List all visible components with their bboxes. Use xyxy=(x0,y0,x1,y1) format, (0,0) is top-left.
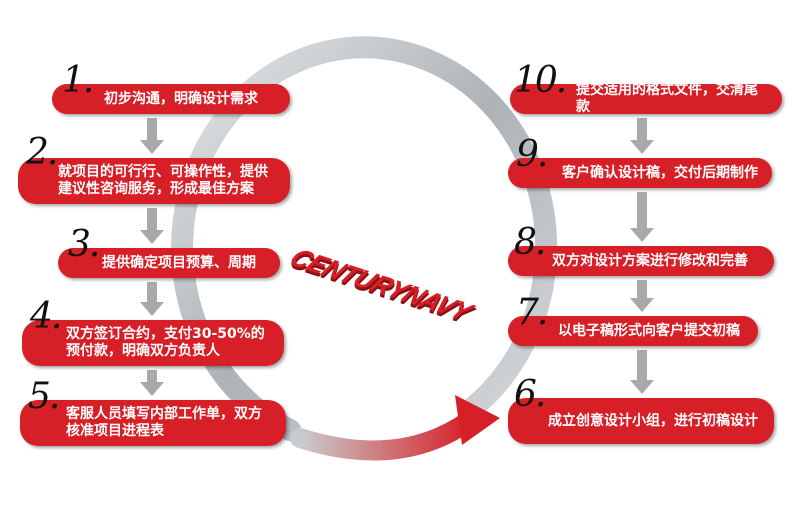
step-1: 1. 初步沟通，明确设计需求 xyxy=(52,63,290,114)
down-arrow-right-4 xyxy=(630,350,654,394)
down-arrow-right-3 xyxy=(630,280,654,312)
step-text: 就项目的可行行、可操作性，提供建议性咨询服务，形成最佳方案 xyxy=(58,164,268,197)
step-text: 以电子稿形式向客户提交初稿 xyxy=(558,322,740,339)
step-text: 提供确定项目预算、周期 xyxy=(102,254,256,271)
down-arrow-right-1 xyxy=(630,118,654,154)
step-10: 10. 提交适用的格式文件，交清尾款 xyxy=(510,63,782,115)
down-arrow-left-4 xyxy=(140,370,164,396)
down-arrow-left-3 xyxy=(140,282,164,316)
step-number: 8. xyxy=(514,222,546,263)
down-arrow-left-1 xyxy=(140,118,164,154)
step-number: 3. xyxy=(68,224,100,265)
down-arrow-left-2 xyxy=(140,208,164,244)
step-number: 7. xyxy=(516,292,548,333)
step-text: 提交适用的格式文件，交清尾款 xyxy=(576,82,758,115)
ring-arrowhead xyxy=(455,395,500,445)
step-8: 8. 双方对设计方案进行修改和完善 xyxy=(508,225,774,276)
step-number: 6. xyxy=(514,374,546,415)
step-number: 2. xyxy=(26,132,58,173)
down-arrow-right-2 xyxy=(630,192,654,242)
step-4: 4. 双方签订合约，支付30-50%的预付款，明确双方负责人 xyxy=(22,299,284,366)
step-9: 9. 客户确认设计稿，交付后期制作 xyxy=(508,137,772,188)
step-number: 1. xyxy=(62,60,94,101)
step-text: 双方签订合约，支付30-50%的预付款，明确双方负责人 xyxy=(66,326,265,359)
step-text: 客服人员填写内部工作单，双方核准项目进程表 xyxy=(66,406,262,439)
step-text: 初步沟通，明确设计需求 xyxy=(104,90,258,107)
step-text: 成立创意设计小组，进行初稿设计 xyxy=(548,412,758,429)
step-number: 9. xyxy=(516,134,548,175)
step-5: 5. 客服人员填写内部工作单，双方核准项目进程表 xyxy=(20,379,286,446)
step-number: 10. xyxy=(514,60,567,101)
step-number: 4. xyxy=(30,296,62,337)
step-6: 6. 成立创意设计小组，进行初稿设计 xyxy=(508,377,774,444)
step-2: 2. 就项目的可行行、可操作性，提供建议性咨询服务，形成最佳方案 xyxy=(18,135,290,204)
step-7: 7. 以电子稿形式向客户提交初稿 xyxy=(508,295,758,346)
step-number: 5. xyxy=(28,376,60,417)
step-text: 双方对设计方案进行修改和完善 xyxy=(552,252,748,269)
step-3: 3. 提供确定项目预算、周期 xyxy=(58,227,280,278)
step-text: 客户确认设计稿，交付后期制作 xyxy=(562,164,758,181)
